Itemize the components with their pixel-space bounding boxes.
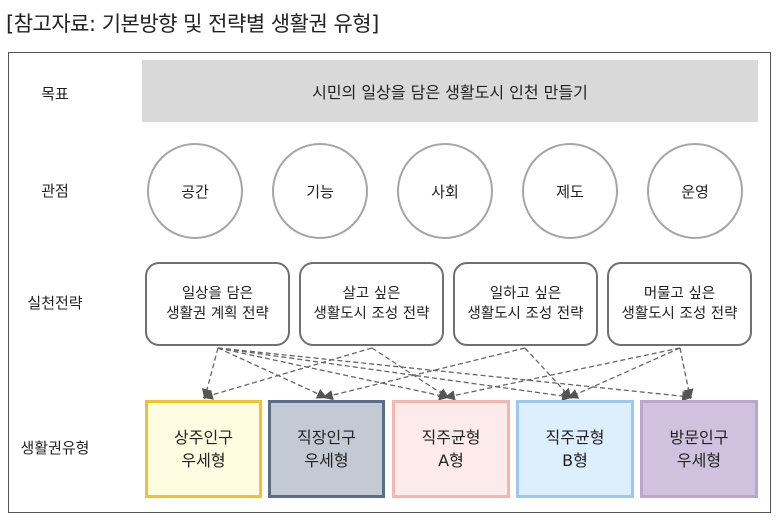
row-label-strategy: 실천전략 [27, 294, 83, 312]
diagram-frame [8, 52, 771, 513]
dashed-arrow [217, 347, 693, 402]
strategy-line: 일하고 싶은 [489, 286, 562, 302]
row-label-type: 생활권유형 [20, 439, 90, 457]
dashed-arrow [217, 347, 573, 402]
perspective-circle: 사회 [397, 143, 493, 239]
type-box: 직주균형 A형 [392, 400, 510, 498]
goal-banner: 시민의 일상을 담은 생활도시 인천 만들기 [142, 60, 758, 122]
type-line: 우세형 [676, 451, 722, 470]
dashed-arrow [567, 347, 681, 399]
dashed-arrow [322, 347, 526, 401]
dashed-arrow [524, 347, 572, 399]
type-line: 직주균형 [421, 428, 481, 447]
dashed-arrow [217, 347, 328, 399]
type-line: B형 [562, 451, 588, 470]
type-line: 우세형 [181, 451, 226, 470]
dashed-arrow [679, 347, 694, 400]
dashed-arrow [371, 347, 450, 399]
perspective-circle: 기능 [272, 143, 368, 239]
strategy-line: 생활도시 조성 전략 [467, 306, 584, 322]
type-line: 직장인구 [297, 428, 356, 447]
perspective-circle: 공간 [147, 143, 243, 239]
type-line: A형 [438, 451, 464, 470]
strategy-line: 살고 싶은 [342, 286, 401, 302]
strategy-line: 머물고 싶은 [643, 286, 716, 302]
type-line: 우세형 [304, 451, 349, 470]
row-label-perspective: 관점 [41, 182, 69, 200]
type-line: 상주인구 [174, 428, 233, 447]
dashed-arrow [201, 347, 219, 400]
strategy-line: 생활도시 조성 전략 [313, 306, 430, 322]
perspective-circle: 제도 [522, 143, 618, 239]
perspective-circle: 운영 [647, 143, 743, 239]
page-title: [참고자료: 기본방향 및 전략별 생활권 유형] [6, 12, 379, 36]
strategy-line: 생활도시 조성 전략 [621, 306, 738, 322]
dashed-arrow [217, 347, 450, 401]
row-label-goal: 목표 [41, 85, 69, 103]
dashed-arrow [202, 347, 373, 400]
type-line: 직주균형 [545, 428, 605, 447]
type-line: 방문인구 [669, 428, 729, 447]
strategy-line: 생활권 계획 전략 [166, 306, 269, 322]
type-box: 직주균형 B형 [516, 400, 634, 498]
strategy-line: 일상을 담은 [181, 286, 254, 302]
